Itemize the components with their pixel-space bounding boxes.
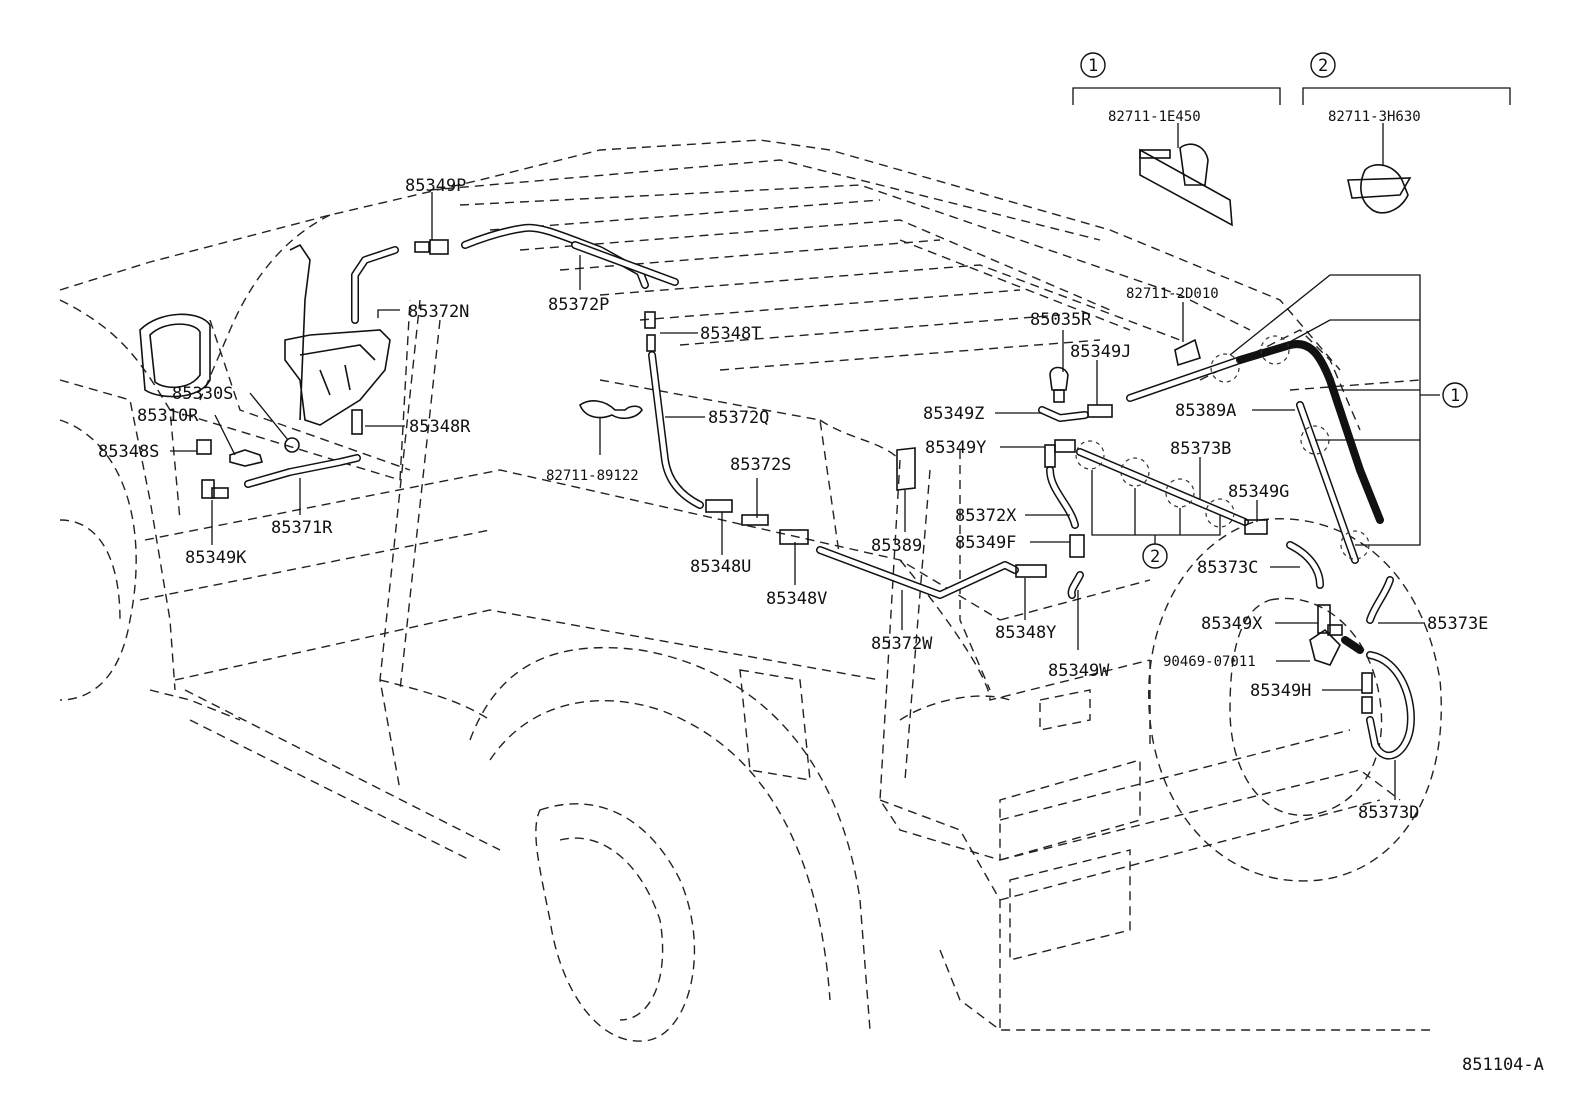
label-85389: 85389 bbox=[871, 536, 922, 556]
callout-dashed-circles bbox=[1075, 335, 1370, 560]
label-85349Z: 85349Z bbox=[923, 404, 984, 424]
label-85372S: 85372S bbox=[730, 455, 791, 475]
label-85349F: 85349F bbox=[955, 533, 1016, 553]
label-85349K: 85349K bbox=[185, 548, 247, 568]
label-85348S: 85348S bbox=[98, 442, 159, 462]
leader-lines bbox=[170, 123, 1425, 800]
label-85349X: 85349X bbox=[1201, 614, 1263, 634]
label-85348V: 85348V bbox=[766, 589, 827, 609]
label-85373C: 85373C bbox=[1197, 558, 1258, 578]
label-85349J: 85349J bbox=[1070, 342, 1131, 362]
label-85310R: 85310R bbox=[137, 406, 199, 426]
label-85349H: 85349H bbox=[1250, 681, 1311, 701]
label-85372P: 85372P bbox=[548, 295, 609, 315]
label-85373B: 85373B bbox=[1170, 439, 1231, 459]
kit-2-marker: 2 bbox=[1318, 56, 1328, 76]
side-mirror bbox=[139, 313, 211, 398]
label-85372X: 85372X bbox=[955, 506, 1017, 526]
label-85373E: 85373E bbox=[1427, 614, 1488, 634]
label-85349W: 85349W bbox=[1048, 661, 1110, 681]
marker-85389 bbox=[896, 447, 916, 491]
label-85348T: 85348T bbox=[700, 324, 761, 344]
label-85372W: 85372W bbox=[871, 634, 933, 654]
label-85349P: 85349P bbox=[405, 176, 466, 196]
label-85372Q: 85372Q bbox=[708, 408, 769, 428]
label-85349G: 85349G bbox=[1228, 482, 1289, 502]
label-85389A: 85389A bbox=[1175, 401, 1236, 421]
label-85348Y: 85348Y bbox=[995, 623, 1056, 643]
hoses bbox=[244, 223, 1415, 760]
label-90469-07011: 90469-07011 bbox=[1163, 654, 1256, 670]
callout-2-bracket bbox=[1091, 470, 1221, 569]
callout-2-marker: 2 bbox=[1150, 547, 1160, 567]
callout-1-marker: 1 bbox=[1450, 386, 1460, 406]
washer-tank bbox=[229, 243, 391, 467]
diagram-ref-code: 851104-A bbox=[1462, 1055, 1544, 1075]
vehicle-outline bbox=[59, 139, 1442, 1042]
label-85372N: 85372N bbox=[408, 302, 469, 322]
label-85348U: 85348U bbox=[690, 557, 751, 577]
kit-2-part: 82711-3H630 bbox=[1328, 109, 1421, 125]
label-82711-89122: 82711-89122 bbox=[546, 468, 639, 484]
label-85373D: 85373D bbox=[1358, 803, 1419, 823]
label-82711-2D010: 82711-2D010 bbox=[1126, 286, 1219, 302]
label-85348R: 85348R bbox=[409, 417, 471, 437]
kit-brackets bbox=[1072, 52, 1511, 105]
part-labels: 85349P 85372N 85372P 85348T 85330S 85310… bbox=[98, 56, 1544, 1075]
connectors bbox=[196, 143, 1412, 714]
kit-1-marker: 1 bbox=[1088, 56, 1098, 76]
label-85035R: 85035R bbox=[1030, 310, 1092, 330]
label-85330S: 85330S bbox=[172, 384, 233, 404]
kit-1-part: 82711-1E450 bbox=[1108, 109, 1201, 125]
label-85349Y: 85349Y bbox=[925, 438, 986, 458]
label-85371R: 85371R bbox=[271, 518, 333, 538]
callout-1-bracket bbox=[1229, 274, 1468, 546]
